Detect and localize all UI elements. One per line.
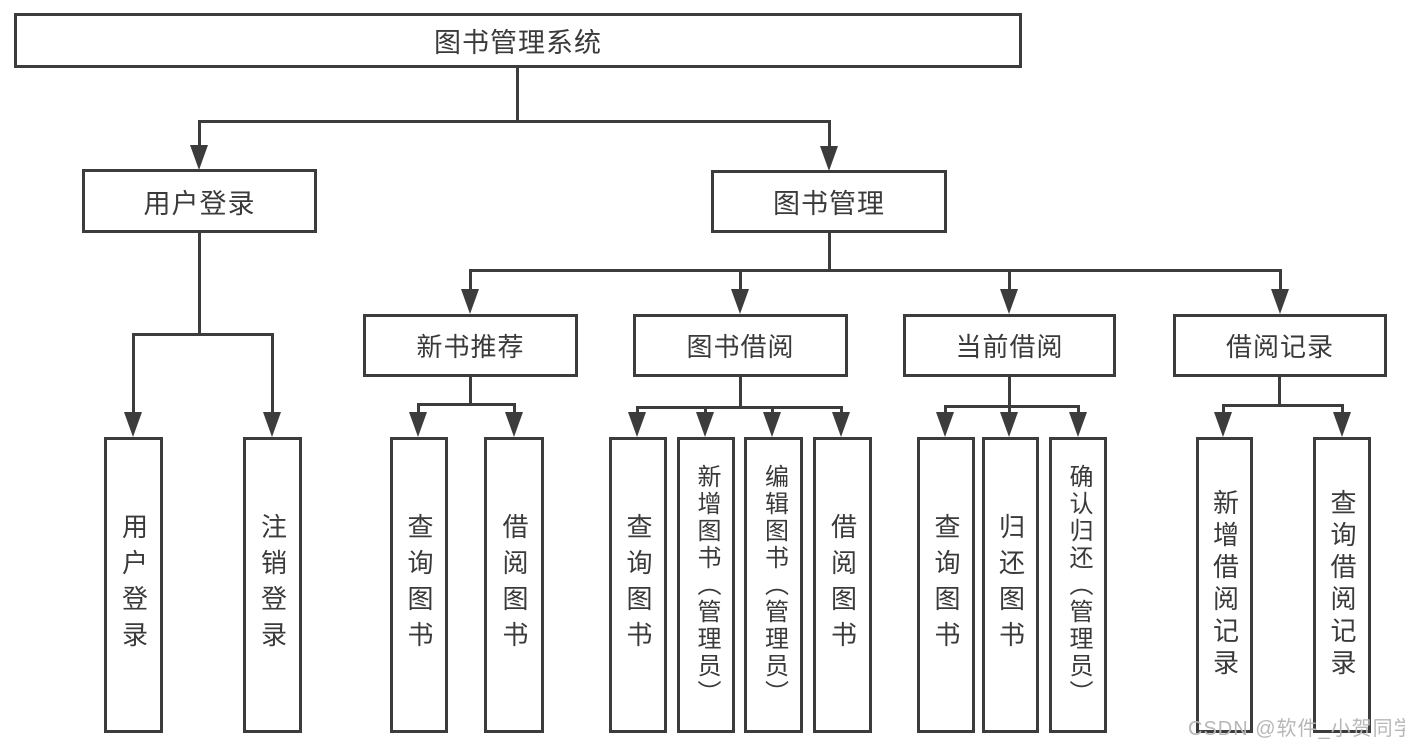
node-leaf-borrow-book-1: 借阅图书 [484, 437, 544, 733]
leaf-label: 编辑图书（管理员） [760, 463, 788, 707]
connector-cb-bar [944, 405, 1080, 408]
connector-book-mgmt-stem [828, 120, 831, 148]
node-root-label: 图书管理系统 [434, 28, 602, 58]
connector-leaf-stem [944, 405, 947, 416]
leaf-label: 查询图书 [404, 513, 434, 657]
arrow-down-icon [1271, 289, 1289, 314]
arrow-down-icon [1000, 412, 1018, 437]
node-leaf-query-borrow-record: 查询借阅记录 [1313, 437, 1371, 733]
arrow-down-icon [461, 289, 479, 314]
connector-user-login-down [198, 232, 201, 335]
connector-user-leaves-bar [132, 333, 274, 336]
leaf-label: 查询图书 [623, 513, 653, 657]
connector-cb-down [1008, 376, 1011, 408]
connector-bb-down [739, 376, 742, 409]
leaf-label: 查询借阅记录 [1327, 489, 1357, 681]
arrow-down-icon [1069, 412, 1087, 437]
connector-book-mgmt-down [828, 232, 831, 271]
arrow-down-icon [1000, 289, 1018, 314]
node-leaf-add-book-admin: 新增图书（管理员） [677, 437, 735, 733]
arrow-down-icon [1214, 412, 1232, 437]
leaf-label: 新增借阅记录 [1209, 489, 1240, 681]
connector-leaf-stem [840, 406, 843, 416]
node-leaf-query-book-3: 查询图书 [917, 437, 975, 733]
arrow-down-icon [696, 412, 714, 437]
leaf-label: 归还图书 [995, 513, 1026, 657]
node-leaf-query-book-2: 查询图书 [609, 437, 667, 733]
leaf-label: 借阅图书 [499, 513, 529, 657]
node-user-login-label: 用户登录 [143, 188, 256, 219]
connector-level2-bar [198, 120, 831, 123]
connector-root-stem [516, 67, 519, 122]
node-new-book-rec: 新书推荐 [363, 314, 578, 377]
connector-br-down [1278, 376, 1281, 407]
connector-leaf-stem [704, 406, 707, 416]
arrow-down-icon [190, 145, 208, 170]
node-book-borrow: 图书借阅 [633, 314, 848, 377]
connector-user-login-stem [198, 120, 201, 148]
node-leaf-return-book: 归还图书 [982, 437, 1039, 733]
node-new-book-rec-label: 新书推荐 [416, 332, 525, 362]
connector-level3-stem [739, 269, 742, 293]
arrow-down-icon [124, 412, 142, 437]
leaf-label: 查询图书 [931, 513, 961, 657]
connector-leaf-stem [132, 333, 135, 415]
connector-br-bar [1222, 404, 1344, 407]
connector-level3-stem [469, 269, 472, 293]
connector-leaf-stem [513, 403, 516, 416]
node-current-borrow-label: 当前借阅 [955, 332, 1064, 362]
leaf-label: 注销登录 [257, 513, 288, 657]
connector-nbr-bar [417, 403, 516, 406]
connector-leaf-stem [771, 406, 774, 416]
connector-leaf-stem [271, 333, 274, 415]
node-leaf-logout: 注销登录 [243, 437, 302, 733]
connector-leaf-stem [1222, 404, 1225, 416]
arrow-down-icon [505, 412, 523, 437]
leaf-label: 新增图书（管理员） [693, 463, 720, 707]
arrow-down-icon [731, 289, 749, 314]
leaf-label: 用户登录 [118, 513, 149, 657]
node-leaf-add-borrow-record: 新增借阅记录 [1196, 437, 1253, 733]
node-book-mgmt: 图书管理 [711, 170, 947, 233]
node-borrow-records: 借阅记录 [1173, 314, 1387, 377]
node-root: 图书管理系统 [14, 13, 1022, 68]
leaf-label: 确认归还（管理员） [1065, 463, 1092, 707]
leaf-label: 借阅图书 [827, 513, 858, 657]
connector-level3-bar [469, 269, 1282, 272]
arrow-down-icon [936, 412, 954, 437]
node-user-login: 用户登录 [82, 169, 317, 233]
arrow-down-icon [820, 146, 838, 171]
connector-leaf-stem [636, 406, 639, 416]
node-leaf-confirm-return-admin: 确认归还（管理员） [1049, 437, 1107, 733]
node-leaf-user-login: 用户登录 [104, 437, 163, 733]
arrow-down-icon [263, 412, 281, 437]
node-borrow-records-label: 借阅记录 [1225, 332, 1334, 362]
arrow-down-icon [1333, 412, 1351, 437]
node-leaf-query-book-1: 查询图书 [390, 437, 448, 733]
connector-level3-stem [1279, 269, 1282, 293]
connector-leaf-stem [1008, 405, 1011, 416]
node-book-borrow-label: 图书借阅 [686, 332, 795, 362]
connector-nbr-down [469, 376, 472, 405]
connector-level3-stem [1008, 269, 1011, 293]
watermark: CSDN @软件_小贺同学 [1188, 718, 1405, 740]
arrow-down-icon [628, 412, 646, 437]
node-book-mgmt-label: 图书管理 [773, 189, 885, 219]
connector-leaf-stem [1341, 404, 1344, 416]
arrow-down-icon [832, 412, 850, 437]
arrow-down-icon [763, 412, 781, 437]
connector-leaf-stem [1077, 405, 1080, 416]
node-leaf-edit-book-admin: 编辑图书（管理员） [744, 437, 803, 733]
connector-bb-bar [636, 406, 843, 409]
node-current-borrow: 当前借阅 [903, 314, 1116, 377]
connector-leaf-stem [417, 403, 420, 416]
arrow-down-icon [409, 412, 427, 437]
node-leaf-borrow-book-2: 借阅图书 [813, 437, 872, 733]
